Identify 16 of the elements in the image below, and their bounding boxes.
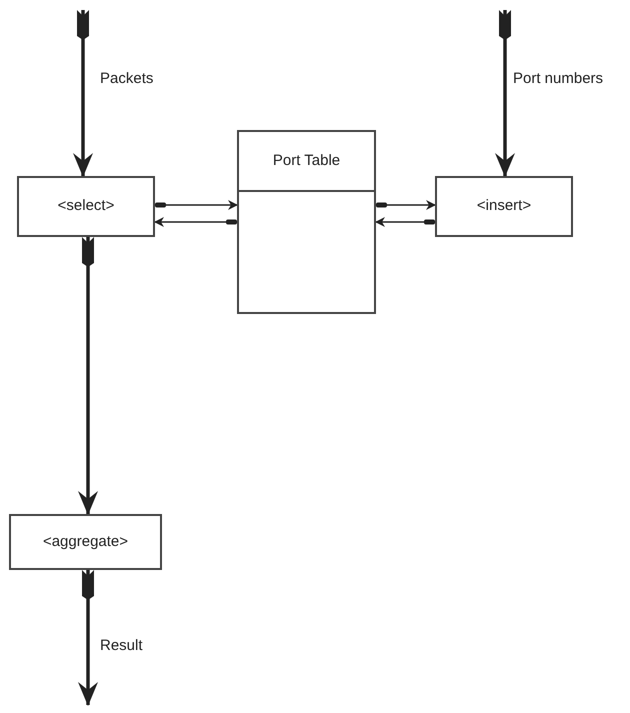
arrow bbox=[375, 217, 435, 227]
arrow bbox=[78, 237, 98, 515]
arrow bbox=[155, 200, 238, 210]
box-label: <select> bbox=[58, 196, 114, 216]
box-label: <aggregate> bbox=[42, 532, 128, 552]
arrow bbox=[154, 217, 237, 227]
process-box bbox=[9, 514, 162, 570]
table-heading: Port Table bbox=[272, 150, 340, 171]
box-label: <insert> bbox=[476, 196, 532, 216]
arrow bbox=[73, 10, 93, 177]
arrow bbox=[495, 10, 515, 177]
process-box bbox=[435, 176, 573, 237]
arrow bbox=[376, 200, 436, 210]
process-box bbox=[17, 176, 155, 237]
table-box bbox=[237, 130, 376, 314]
arrow bbox=[78, 570, 98, 706]
